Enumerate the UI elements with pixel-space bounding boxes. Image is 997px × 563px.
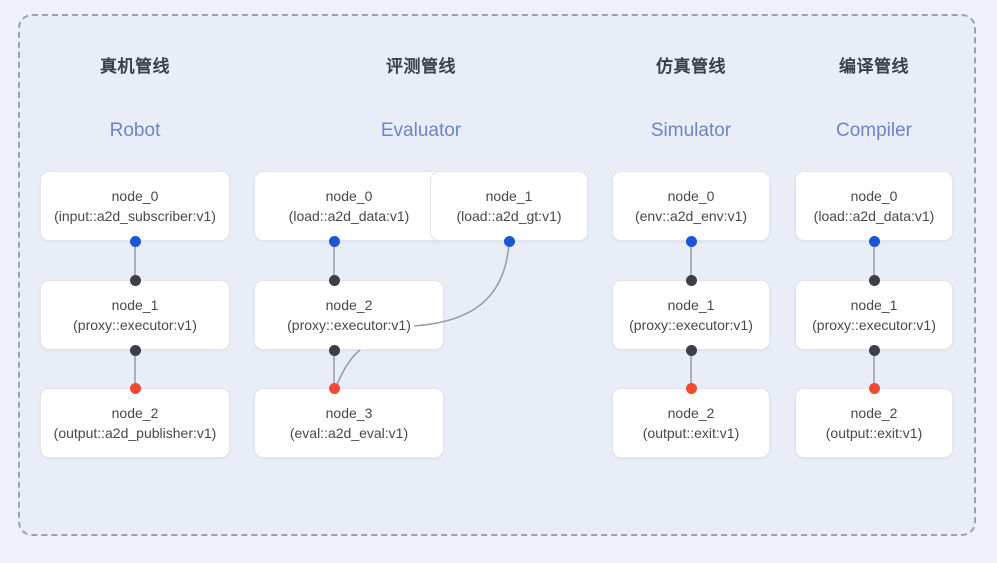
node-simulator-1[interactable]: node_1 (proxy::executor:v1)	[612, 280, 770, 350]
node-type: (load::a2d_data:v1)	[813, 208, 935, 224]
column-subtitle-simulator: Simulator	[650, 120, 732, 141]
node-simulator-2[interactable]: node_2 (output::exit:v1)	[612, 388, 770, 458]
node-name: node_1	[850, 297, 898, 313]
node-name: node_1	[485, 188, 533, 204]
port-output-robot-0[interactable]	[129, 235, 141, 247]
port-input-simulator-2[interactable]	[685, 382, 697, 394]
node-compiler-0[interactable]: node_0 (load::a2d_data:v1)	[795, 171, 953, 241]
node-type: (output::exit:v1)	[642, 425, 740, 441]
port-input-simulator-1[interactable]	[685, 274, 697, 286]
port-input-robot-2[interactable]	[129, 382, 141, 394]
node-name: node_1	[111, 297, 159, 313]
port-output-evaluator-1[interactable]	[503, 235, 515, 247]
node-name: node_0	[111, 188, 159, 204]
node-evaluator-1[interactable]: node_1 (load::a2d_gt:v1)	[430, 171, 588, 241]
node-name: node_2	[667, 405, 715, 421]
node-type: (load::a2d_data:v1)	[288, 208, 410, 224]
node-type: (load::a2d_gt:v1)	[456, 208, 562, 224]
port-output-robot-1[interactable]	[129, 344, 141, 356]
node-type: (proxy::executor:v1)	[629, 317, 753, 333]
port-output-compiler-0[interactable]	[868, 235, 880, 247]
node-evaluator-3[interactable]: node_3 (eval::a2d_eval:v1)	[254, 388, 444, 458]
node-type: (eval::a2d_eval:v1)	[289, 425, 409, 441]
node-robot-2[interactable]: node_2 (output::a2d_publisher:v1)	[40, 388, 230, 458]
port-input-compiler-1[interactable]	[868, 274, 880, 286]
column-title-simulator: 仿真管线	[656, 57, 726, 76]
port-output-simulator-1[interactable]	[685, 344, 697, 356]
node-compiler-2[interactable]: node_2 (output::exit:v1)	[795, 388, 953, 458]
node-name: node_3	[325, 405, 373, 421]
node-type: (proxy::executor:v1)	[73, 317, 197, 333]
port-input-robot-1[interactable]	[129, 274, 141, 286]
node-name: node_0	[667, 188, 715, 204]
port-output-compiler-1[interactable]	[868, 344, 880, 356]
node-type: (input::a2d_subscriber:v1)	[54, 208, 216, 224]
node-simulator-0[interactable]: node_0 (env::a2d_env:v1)	[612, 171, 770, 241]
column-title-compiler: 编译管线	[839, 57, 909, 76]
node-type: (output::exit:v1)	[825, 425, 923, 441]
port-output-simulator-0[interactable]	[685, 235, 697, 247]
node-evaluator-0[interactable]: node_0 (load::a2d_data:v1)	[254, 171, 444, 241]
column-title-evaluator: 评测管线	[386, 57, 456, 76]
node-name: node_2	[325, 297, 373, 313]
column-subtitle-compiler: Compiler	[835, 120, 913, 141]
node-type: (proxy::executor:v1)	[287, 317, 411, 333]
port-output-evaluator-2[interactable]	[328, 344, 340, 356]
port-input-evaluator-3[interactable]	[328, 382, 340, 394]
port-output-evaluator-0[interactable]	[328, 235, 340, 247]
column-subtitle-evaluator: Evaluator	[380, 120, 462, 141]
port-input-compiler-2[interactable]	[868, 382, 880, 394]
node-robot-1[interactable]: node_1 (proxy::executor:v1)	[40, 280, 230, 350]
node-name: node_0	[850, 188, 898, 204]
node-name: node_1	[667, 297, 715, 313]
node-compiler-1[interactable]: node_1 (proxy::executor:v1)	[795, 280, 953, 350]
node-type: (output::a2d_publisher:v1)	[53, 425, 217, 441]
column-title-robot: 真机管线	[100, 57, 170, 76]
column-subtitle-robot: Robot	[109, 120, 161, 141]
node-name: node_2	[111, 405, 159, 421]
node-type: (proxy::executor:v1)	[812, 317, 936, 333]
node-name: node_2	[850, 405, 898, 421]
node-evaluator-2[interactable]: node_2 (proxy::executor:v1)	[254, 280, 444, 350]
node-type: (env::a2d_env:v1)	[634, 208, 748, 224]
node-name: node_0	[325, 188, 373, 204]
port-input-evaluator-2[interactable]	[328, 274, 340, 286]
node-robot-0[interactable]: node_0 (input::a2d_subscriber:v1)	[40, 171, 230, 241]
